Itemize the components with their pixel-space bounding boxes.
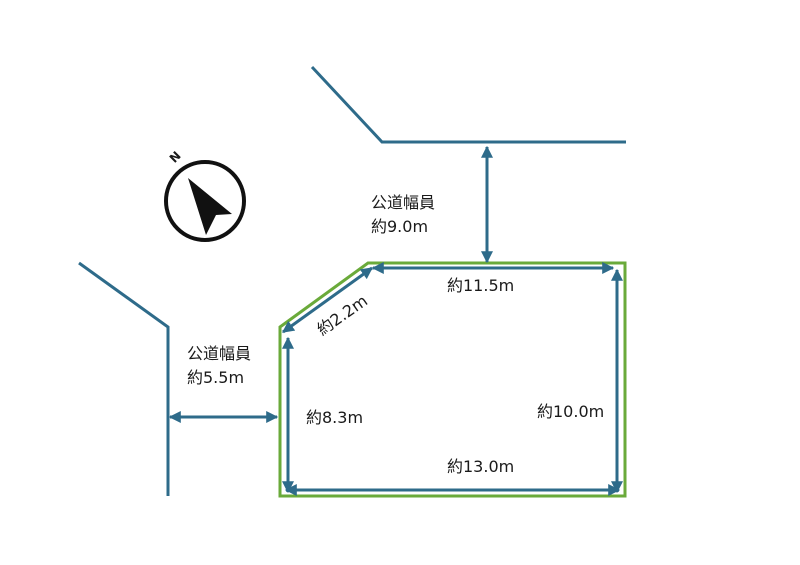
- road-top-width: 約9.0m: [371, 217, 428, 236]
- bottom-side-length: 約13.0m: [447, 457, 514, 476]
- left-side-length: 約8.3m: [306, 408, 363, 427]
- road-left-label: 公道幅員: [187, 344, 251, 363]
- compass: N: [164, 149, 246, 242]
- right-side-length: 約10.0m: [537, 402, 604, 421]
- dimension-arrows: [168, 145, 623, 496]
- road-left-edge: [78, 261, 170, 496]
- north-arrow-icon: [188, 178, 232, 235]
- road-top-label: 公道幅員: [371, 193, 435, 212]
- compass-north-letter: N: [167, 149, 184, 166]
- road-left-width: 約5.5m: [187, 368, 244, 387]
- corner-side-arrow: [282, 266, 373, 334]
- top-side-length: 約11.5m: [447, 276, 514, 295]
- road-left: [78, 261, 170, 496]
- road-top-edge: [310, 65, 626, 144]
- road-top: [310, 65, 626, 144]
